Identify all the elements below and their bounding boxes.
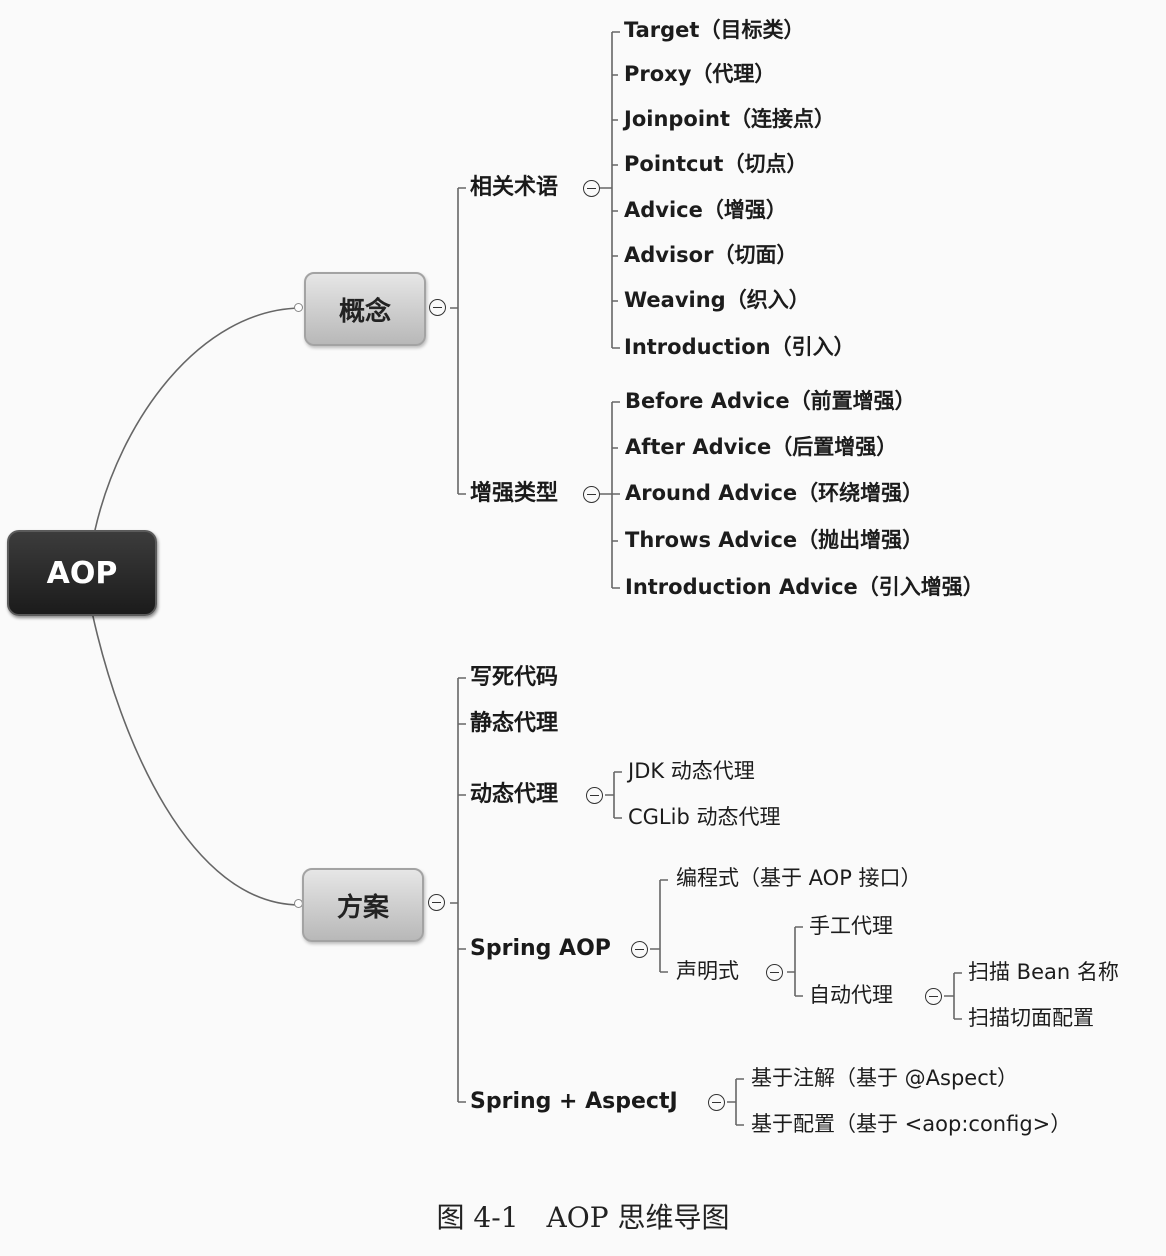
auto-proxy-item[interactable]: 扫描 Bean 名称 [968,960,1119,984]
advice-type-item[interactable]: Before Advice（前置增强） [625,389,916,413]
term-item[interactable]: Introduction（引入） [624,335,855,359]
collapse-icon[interactable] [766,964,783,981]
collapse-icon[interactable] [583,180,600,197]
manual-proxy-item[interactable]: 手工代理 [809,914,893,938]
figure-caption: 图 4-1 AOP 思维导图 [436,1201,730,1234]
topic-hardcode[interactable]: 写死代码 [470,665,559,690]
topic-terms[interactable]: 相关术语 [470,175,559,200]
term-item[interactable]: Weaving（织入） [624,288,810,312]
term-item[interactable]: Target（目标类） [624,18,805,42]
topic-static-proxy[interactable]: 静态代理 [470,711,559,736]
connector-root-concept [94,307,301,531]
branch-solution-label: 方案 [336,892,389,923]
root-node[interactable]: AOP [7,530,157,616]
collapse-icon[interactable] [429,299,446,316]
collapse-icon[interactable] [586,787,603,804]
topic-advice-types[interactable]: 增强类型 [470,481,559,506]
term-item[interactable]: Proxy（代理） [624,62,776,86]
dynamic-proxy-item[interactable]: JDK 动态代理 [628,759,755,783]
collapse-icon[interactable] [428,894,445,911]
term-item[interactable]: Advisor（切面） [624,243,798,267]
advice-type-item[interactable]: Introduction Advice（引入增强） [625,575,984,599]
term-item[interactable]: Pointcut（切点） [624,152,808,176]
collapse-icon[interactable] [708,1094,725,1111]
collapse-icon[interactable] [631,941,648,958]
connector-dot [294,303,303,312]
auto-proxy-node[interactable]: 自动代理 [809,983,893,1007]
collapse-icon[interactable] [583,486,600,503]
advice-type-item[interactable]: Throws Advice（抛出增强） [625,528,924,552]
topic-dynamic-proxy[interactable]: 动态代理 [470,782,559,807]
auto-proxy-item[interactable]: 扫描切面配置 [968,1006,1094,1030]
collapse-icon[interactable] [925,988,942,1005]
aspectj-item[interactable]: 基于注解（基于 @Aspect） [751,1066,1019,1090]
programmatic-item[interactable]: 编程式（基于 AOP 接口） [676,866,922,890]
term-item[interactable]: Joinpoint（连接点） [624,107,836,131]
branch-concept[interactable]: 概念 [304,272,426,346]
declarative-node[interactable]: 声明式 [676,959,739,983]
aspectj-item[interactable]: 基于配置（基于 <aop:config>） [751,1112,1072,1136]
topic-spring-aspectj[interactable]: Spring + AspectJ [470,1089,678,1114]
branch-solution[interactable]: 方案 [302,868,424,942]
dynamic-proxy-item[interactable]: CGLib 动态代理 [628,805,781,829]
advice-type-item[interactable]: Around Advice（环绕增强） [625,481,924,505]
topic-spring-aop[interactable]: Spring AOP [470,936,611,961]
root-label: AOP [46,555,118,591]
advice-type-item[interactable]: After Advice（后置增强） [625,435,898,459]
branch-concept-label: 概念 [338,296,391,327]
term-item[interactable]: Advice（增强） [624,198,787,222]
connector-root-solution [91,611,301,906]
